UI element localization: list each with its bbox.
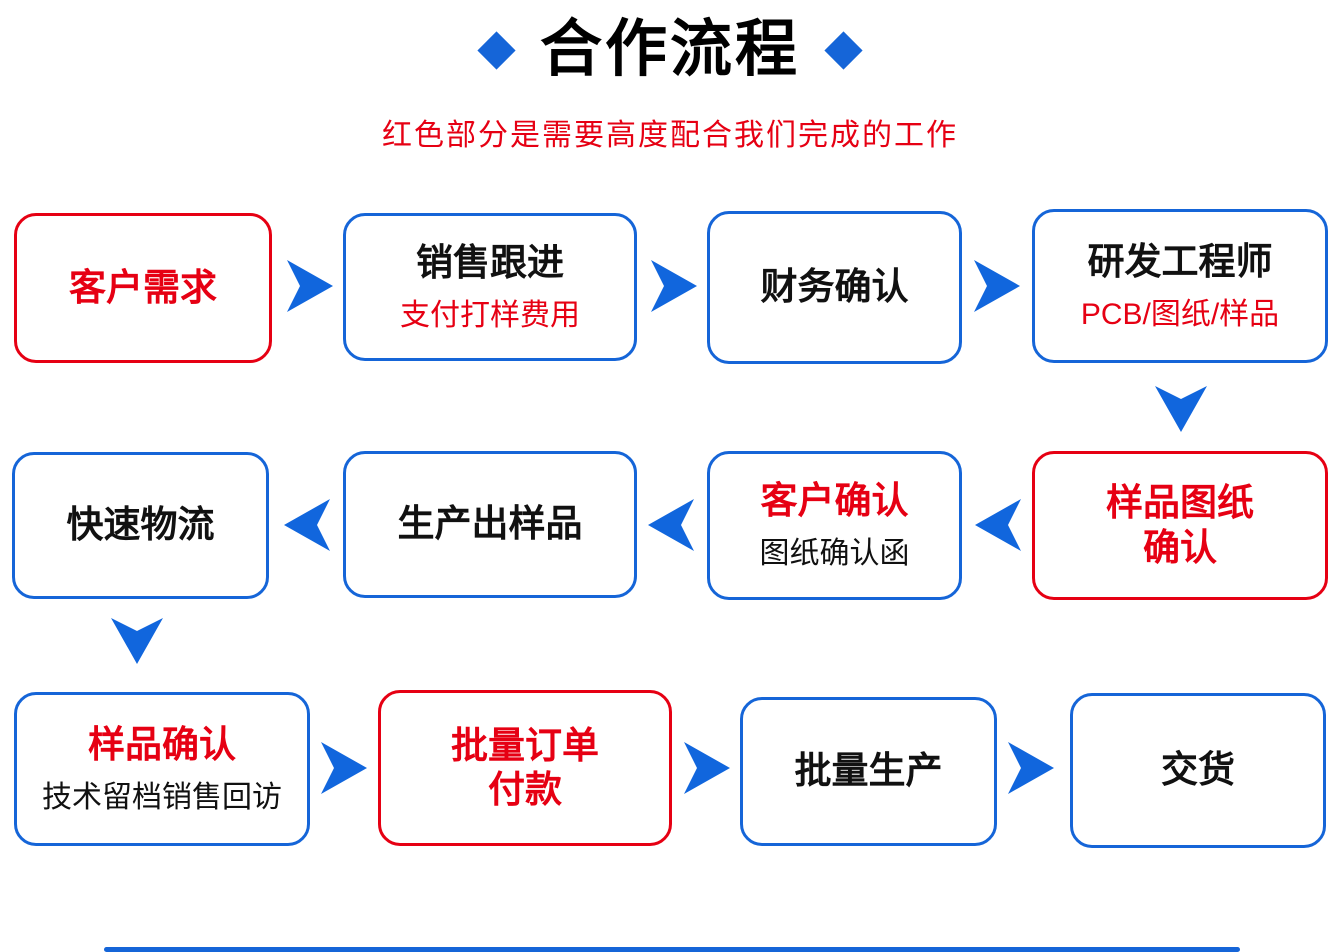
flow-box-bulk-production: 批量生产 [740,697,997,846]
arrow-left-icon [648,499,694,551]
arrow-right-icon [321,742,367,794]
arrow-right-icon [287,260,333,312]
arrow-right-icon [684,742,730,794]
box-title: 客户确认 [760,480,909,522]
flow-box-bulk-order-payment: 批量订单付款 [378,690,672,846]
flow-box-finance-confirm: 财务确认 [707,211,962,364]
header: 合作流程 [0,15,1340,84]
box-title: 研发工程师 [1087,240,1273,282]
box-title: 财务确认 [760,266,909,308]
flow-box-sample-confirm: 样品确认 技术留档销售回访 [14,692,310,846]
diamond-icon [824,31,863,70]
flow-box-customer-demand: 客户需求 [14,213,272,363]
arrow-down-icon [1155,386,1207,432]
arrow-right-icon [651,260,697,312]
box-title: 快速物流 [66,504,215,546]
box-subtitle: 技术留档销售回访 [42,780,282,814]
box-title: 销售跟进 [416,241,564,283]
box-title: 样品确认 [88,723,236,765]
page-title: 合作流程 [539,15,800,84]
arrow-left-icon [284,499,330,551]
flow-box-sales-follow-up: 销售跟进 支付打样费用 [343,213,637,361]
flow-box-delivery: 交货 [1070,693,1326,848]
arrow-right-icon [974,260,1020,312]
box-title: 客户需求 [69,266,217,308]
diamond-icon [477,31,516,70]
arrow-right-icon [1008,742,1054,794]
box-title: 批量订单付款 [451,724,599,810]
bottom-accent-bar [104,947,1240,952]
box-subtitle: PCB/图纸/样品 [1080,297,1280,331]
box-title: 批量生产 [794,750,943,792]
box-title: 样品图纸确认 [1106,482,1254,568]
flow-box-sample-drawing-confirm: 样品图纸确认 [1032,451,1328,600]
flow-box-rd-engineer: 研发工程师 PCB/图纸/样品 [1032,209,1328,363]
arrow-down-icon [111,618,163,664]
flow-box-customer-confirm: 客户确认 图纸确认函 [707,451,962,600]
box-title: 生产出样品 [397,503,583,545]
box-subtitle: 支付打样费用 [400,298,580,332]
flow-box-produce-sample: 生产出样品 [343,451,637,598]
page-subtitle: 红色部分是需要高度配合我们完成的工作 [382,119,958,152]
box-subtitle: 图纸确认函 [759,537,910,571]
box-title: 交货 [1161,749,1235,791]
flow-box-fast-logistics: 快速物流 [12,452,269,599]
arrow-left-icon [975,499,1021,551]
